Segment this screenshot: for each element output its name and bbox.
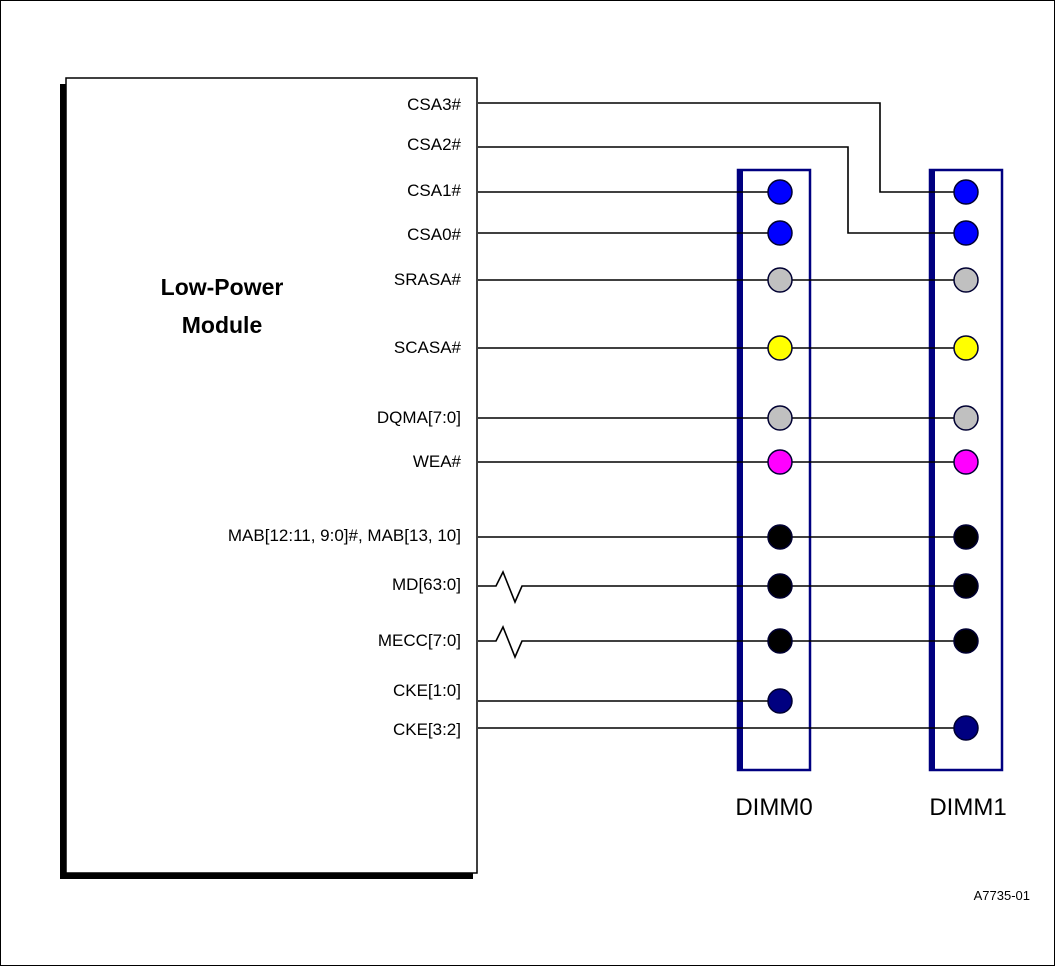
pin-dimm1-dqma [953, 405, 979, 431]
wire-csa3 [478, 102, 966, 193]
signal-label-md: MD[63:0] [392, 575, 461, 594]
pin-dimm1-cke32 [953, 715, 979, 741]
pin-dimm0-cke10 [767, 688, 793, 714]
pin-dimm1-scasa [953, 335, 979, 361]
pin-dimm0-csa1 [767, 179, 793, 205]
pin-dimm0-csa0 [767, 220, 793, 246]
pin-dimm1-mab [953, 524, 979, 550]
pin-dimm0-mab [767, 524, 793, 550]
pin-dimm1-md [953, 573, 979, 599]
pin-dimm1-mecc [953, 628, 979, 654]
pin-dimm0-dqma [767, 405, 793, 431]
signal-label-scasa: SCASA# [394, 338, 462, 357]
pin-dimm0-wea [767, 449, 793, 475]
dimm0-slot [736, 168, 812, 772]
signal-labels: CSA3# CSA2# CSA1# CSA0# SRASA# SCASA# DQ… [228, 95, 462, 739]
wire-csa2 [478, 146, 966, 234]
dimm1-slot-outline [928, 168, 1004, 772]
signal-label-mecc: MECC[7:0] [378, 631, 461, 650]
signal-label-mab: MAB[12:11, 9:0]#, MAB[13, 10] [228, 526, 461, 545]
figure-id: A7735-01 [974, 888, 1030, 903]
pin-dimm0-md [767, 573, 793, 599]
signal-label-cke10: CKE[1:0] [393, 681, 461, 700]
wire-md [478, 570, 966, 605]
signal-label-csa0: CSA0# [407, 225, 461, 244]
low-power-module: Low-Power Module [60, 77, 478, 879]
signal-wires [478, 102, 966, 729]
module-title-line1: Low-Power [161, 274, 284, 300]
module-title-line2: Module [182, 312, 263, 338]
signal-label-csa1: CSA1# [407, 181, 461, 200]
dimm0-label: DIMM0 [735, 794, 812, 821]
signal-label-csa3: CSA3# [407, 95, 461, 114]
pin-dimm1-csa2 [953, 220, 979, 246]
pin-dimm1-srasa [953, 267, 979, 293]
signal-label-srasa: SRASA# [394, 270, 462, 289]
signal-label-dqma: DQMA[7:0] [377, 408, 461, 427]
pin-dimm0-mecc [767, 628, 793, 654]
signal-label-csa2: CSA2# [407, 135, 461, 154]
signal-label-cke32: CKE[3:2] [393, 720, 461, 739]
dimm1-slot [928, 168, 1004, 772]
signal-label-wea: WEA# [413, 452, 462, 471]
dimm0-slot-outline [736, 168, 812, 772]
dimm1-label: DIMM1 [929, 794, 1006, 821]
pin-dimm0-srasa [767, 267, 793, 293]
pin-dimm0-scasa [767, 335, 793, 361]
pin-dimm1-wea [953, 449, 979, 475]
module-box [65, 77, 478, 874]
wire-mecc [478, 625, 966, 660]
dimm-pins [767, 179, 979, 741]
pin-dimm1-csa3 [953, 179, 979, 205]
